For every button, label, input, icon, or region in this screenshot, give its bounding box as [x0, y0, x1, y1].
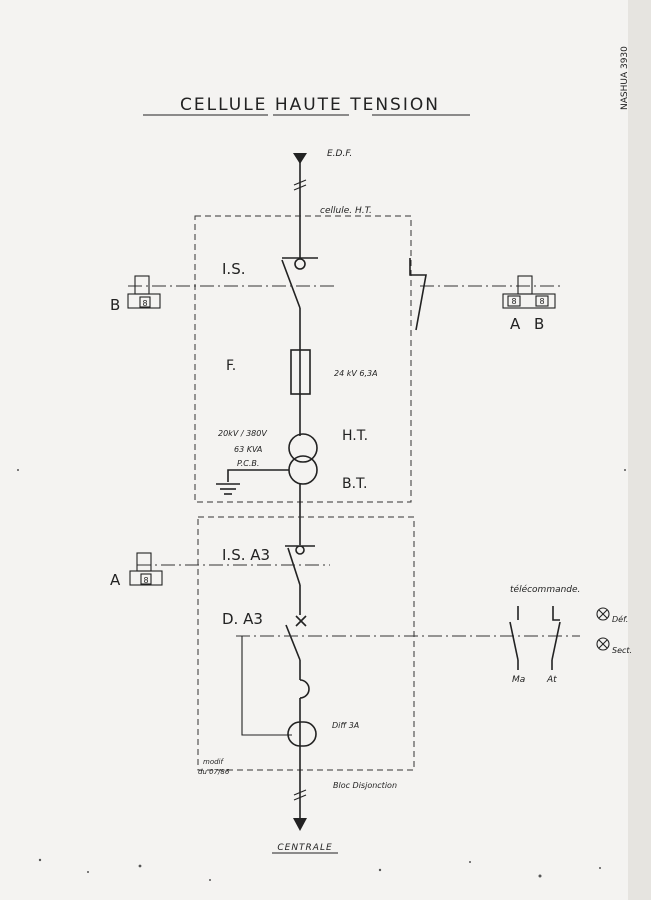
interlock-label-left-mid: A: [110, 571, 121, 589]
cable-tick: [293, 794, 307, 801]
transformer-spec-1: 20kV / 380V: [218, 429, 267, 438]
svg-text:8: 8: [142, 299, 147, 308]
page-title: CELLULE HAUTE TENSION: [180, 95, 440, 115]
is-contact: [294, 258, 306, 270]
interlock-label-left-top: B: [110, 296, 120, 314]
is-blade: [281, 259, 301, 309]
modif-note-2: du 07/86: [198, 768, 230, 776]
trip-coil-icon: [299, 679, 310, 699]
svg-text:8: 8: [539, 297, 544, 306]
diff-sensor-icon: [287, 721, 317, 747]
diff-trip-line: [241, 636, 292, 736]
def-lamp-icon: [596, 607, 610, 621]
is-label: I.S.: [222, 260, 245, 278]
bloc-label: Bloc Disjonction: [333, 781, 397, 790]
d-a3-label: D. A3: [222, 610, 263, 628]
centrale-label: CENTRALE: [277, 843, 332, 853]
transformer-spec-3: P.C.B.: [237, 459, 259, 468]
cable-tick: [293, 789, 307, 796]
remote-ma-blade: [509, 621, 519, 661]
centrale-arrow-icon: [293, 818, 307, 831]
ground-lead: [227, 469, 289, 482]
sect-lamp-icon: [596, 637, 610, 651]
svg-text:8: 8: [143, 576, 148, 585]
interlock-lock-right-top: 8 8: [502, 275, 556, 309]
diff-label: Diff 3A: [332, 721, 359, 730]
supply-arrow-icon: [293, 153, 307, 164]
breaker-blade: [285, 624, 301, 661]
cable-tick: [293, 179, 307, 186]
ground-icon: [216, 483, 240, 495]
transformer-primary: [288, 433, 318, 463]
ma-label: Ma: [512, 675, 525, 685]
is-a3-blade: [287, 547, 301, 586]
side-stamp: NASHUA 3930: [620, 46, 630, 110]
interlock-label-right-b: B: [534, 315, 544, 333]
remote-at-blade: [551, 621, 561, 661]
def-label: Déf.: [612, 614, 628, 624]
fuse-label: F.: [226, 358, 236, 374]
supply-label: E.D.F.: [327, 149, 352, 159]
earthing-switch: [409, 258, 427, 331]
paper-specks: [17, 469, 626, 881]
at-label: At: [546, 675, 557, 685]
interlock-lock-left-top: 8: [127, 275, 161, 309]
bt-enclosure: [197, 516, 415, 771]
breaker-cross: [295, 615, 307, 627]
interlock-lock-left-mid: 8: [129, 552, 163, 586]
modif-note-1: modif: [203, 758, 224, 766]
cell-ht-enclosure: [194, 215, 412, 503]
telecommande-label: télécommande.: [510, 584, 580, 595]
transformer-spec-2: 63 KVA: [234, 445, 262, 454]
sect-label: Sect.: [612, 646, 632, 655]
interlock-label-right-a: A: [510, 315, 521, 333]
fuse-rating: 24 kV 6,3A: [334, 369, 378, 378]
remote-at-top: [552, 606, 560, 621]
is-a3-label: I.S. A3: [222, 546, 270, 564]
bt-label: B.T.: [342, 476, 367, 492]
ht-label: H.T.: [342, 428, 368, 444]
cell-ht-label: cellule. H.T.: [320, 206, 372, 216]
svg-text:8: 8: [511, 297, 516, 306]
paper-edge: [628, 0, 651, 900]
cable-tick: [293, 184, 307, 191]
